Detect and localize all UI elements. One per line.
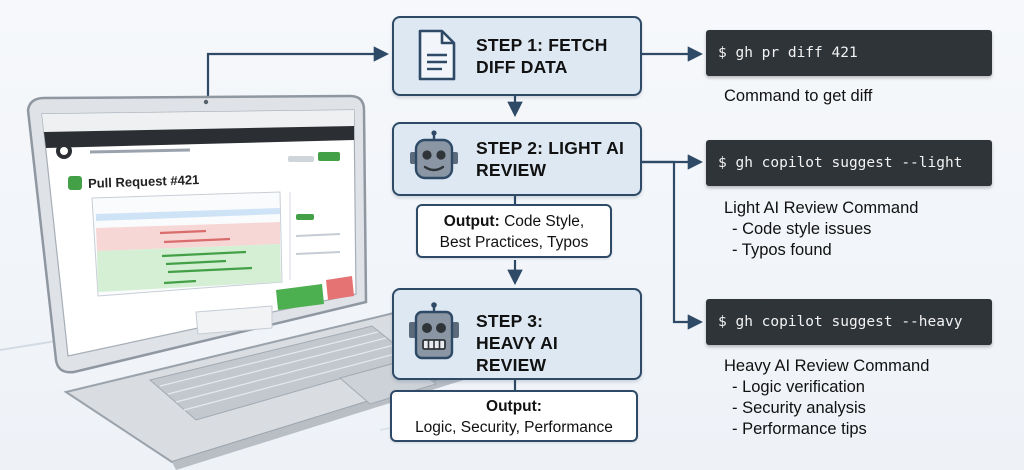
step2-bullet: - Code style issues [732, 220, 872, 238]
step2-box: STEP 2: LIGHT AI REVIEW [392, 122, 642, 196]
pr-merged-icon [68, 176, 82, 190]
document-icon [418, 29, 456, 81]
step2-output-line1: Code Style, [504, 213, 585, 230]
step3-output-line2: Logic, Security, Performance [415, 419, 613, 436]
reject-button [326, 276, 354, 300]
step2-output-label: Output: [443, 213, 500, 230]
step2-output-line2: Best Practices, Typos [439, 234, 589, 251]
laptop-illustration [0, 94, 480, 470]
step1-caption: Command to get diff [724, 87, 873, 105]
step3-bullet: - Security analysis [732, 399, 866, 417]
step2-bullet: - Typos found [732, 241, 832, 259]
step2-bullet-list: - Code style issues - Typos found [724, 219, 918, 261]
arrow-step2-to-cmd3 [640, 160, 704, 330]
step2-caption: Light AI Review Command - Code style iss… [724, 199, 919, 261]
step3-bullet: - Logic verification [732, 378, 865, 396]
robot-icon [410, 130, 458, 180]
arrow-laptop-to-step1 [206, 46, 390, 96]
step2-output-box: Output: Code Style, Best Practices, Typo… [416, 204, 612, 258]
comment-box [195, 305, 273, 335]
step3-bullet: - Performance tips [732, 420, 867, 438]
step1-box: STEP 1: FETCH DIFF DATA [392, 16, 642, 96]
step1-command: $ gh pr diff 421 [706, 30, 992, 76]
step2-title: STEP 2: LIGHT AI REVIEW [476, 138, 625, 180]
step3-caption: Heavy AI Review Command - Logic verifica… [724, 357, 930, 440]
step3-box: STEP 3: HEAVY AI REVIEW [392, 288, 642, 380]
step3-output-box: Output: Logic, Security, Performance [390, 390, 638, 442]
step2-command: $ gh copilot suggest --light [706, 140, 992, 186]
step3-title: STEP 3: HEAVY AI REVIEW [476, 311, 558, 375]
step3-bullet-list: - Logic verification - Security analysis… [724, 377, 929, 440]
step1-title: STEP 1: FETCH DIFF DATA [476, 35, 608, 77]
step3-output-label: Output: [486, 398, 542, 415]
approve-button [276, 284, 324, 310]
step3-command: $ gh copilot suggest --heavy [706, 299, 992, 345]
robot-heavy-icon [409, 302, 459, 360]
